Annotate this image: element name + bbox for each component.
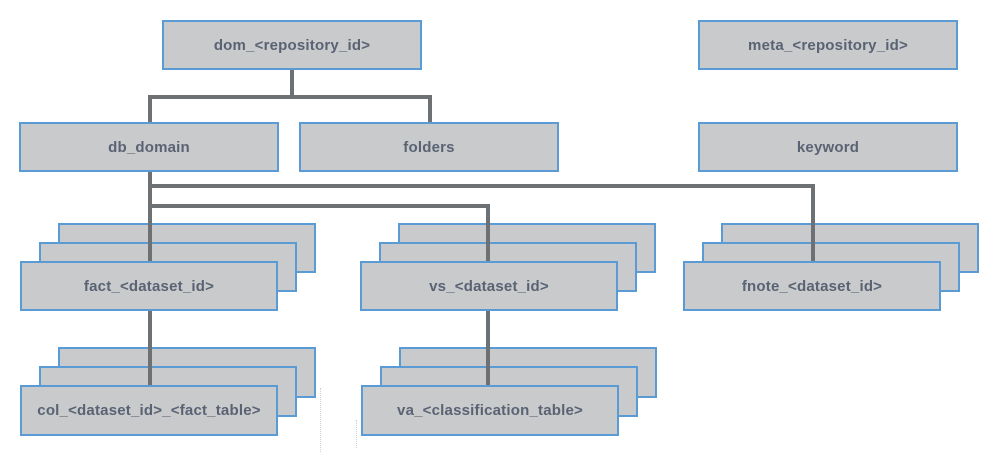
connector-to-fnote xyxy=(811,184,815,263)
connector-to-folders xyxy=(428,95,432,122)
connector-dom-horizontal xyxy=(148,95,432,99)
connector-fact-to-col xyxy=(148,311,152,387)
node-db-domain: db_domain xyxy=(19,122,279,172)
connector-to-db-domain xyxy=(148,95,152,122)
connector-db-to-vs-horizontal xyxy=(148,204,490,208)
connector-vs-to-va xyxy=(486,311,490,387)
connector-to-vs xyxy=(486,204,490,263)
node-meta-repository: meta_<repository_id> xyxy=(698,20,958,70)
node-fact-dataset: fact_<dataset_id> xyxy=(20,261,278,311)
connector-db-to-fact xyxy=(148,172,152,263)
node-vs-dataset: vs_<dataset_id> xyxy=(360,261,618,311)
node-fnote-dataset: fnote_<dataset_id> xyxy=(683,261,941,311)
connector-dom-down xyxy=(290,70,294,99)
connector-db-to-fnote-horizontal xyxy=(148,184,815,188)
node-folders: folders xyxy=(299,122,559,172)
dotted-artifact xyxy=(320,388,321,452)
node-col-fact-table: col_<dataset_id>_<fact_table> xyxy=(20,385,278,436)
node-dom-repository: dom_<repository_id> xyxy=(162,20,422,70)
dotted-artifact xyxy=(356,420,357,448)
node-keyword: keyword xyxy=(698,122,958,172)
node-va-classification-table: va_<classification_table> xyxy=(361,385,619,436)
